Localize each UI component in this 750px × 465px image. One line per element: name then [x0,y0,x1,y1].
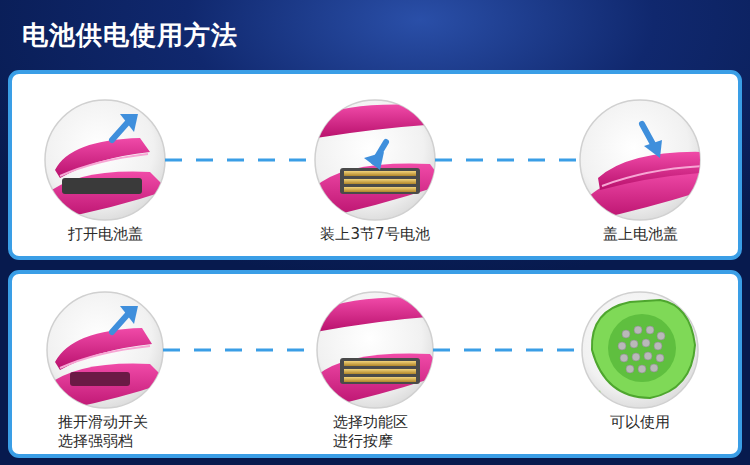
page-title: 电池供电使用方法 [22,18,238,53]
step-circle: 可以使用 [582,292,698,408]
step-caption: 打开电池盖 [68,225,143,244]
dashed-connector [163,350,317,351]
step-caption: 盖上电池盖 [603,225,678,244]
step-circle: 盖上电池盖 [580,100,700,220]
step-circle: 选择功能区 进行按摩 [317,292,433,408]
dashed-connector [435,160,580,161]
step-circle: 打开电池盖 [45,100,165,220]
step-circle: 推开滑动开关 选择强弱档 [47,292,163,408]
step-caption: 装上3节7号电池 [320,225,429,244]
panel [10,272,740,456]
panel [10,72,740,258]
step-caption: 推开滑动开关 选择强弱档 [58,413,163,451]
step-caption: 可以使用 [610,413,670,432]
dashed-connector [433,350,582,351]
dashed-connector [165,160,315,161]
step-circle: 装上3节7号电池 [315,100,435,220]
step-caption: 选择功能区 进行按摩 [333,413,438,451]
